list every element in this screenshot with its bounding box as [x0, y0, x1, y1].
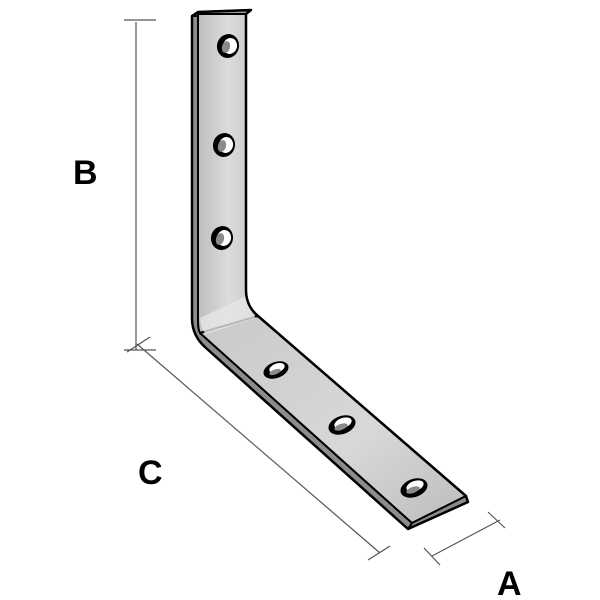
bracket-outline: [190, 8, 470, 531]
hole-vertical-3: [210, 226, 234, 250]
hole-horizontal-2: [328, 415, 356, 435]
hole-vertical-2: [212, 133, 236, 157]
dimension-c-tick-end: [367, 545, 391, 561]
dimension-label-b: B: [73, 154, 98, 192]
dimension-a: [423, 511, 506, 566]
dimension-a-line: [431, 519, 501, 557]
dimension-c: [126, 336, 391, 561]
dimension-label-a: A: [497, 565, 522, 600]
angle-bracket: [190, 8, 470, 531]
hole-horizontal-3: [400, 478, 428, 498]
dimension-label-c: C: [138, 454, 163, 492]
dimension-b: [124, 19, 156, 351]
dimension-c-tick-start: [126, 336, 151, 353]
dimension-c-line: [136, 343, 381, 554]
dimension-a-tick-start: [423, 547, 441, 566]
hole-vertical-1: [216, 34, 240, 58]
dimension-a-tick-end: [487, 511, 506, 529]
bracket-bend-shading: [200, 296, 256, 334]
bracket-horizontal-face: [199, 315, 467, 524]
hole-horizontal-1: [263, 361, 289, 379]
bracket-vertical-face: [197, 13, 259, 334]
